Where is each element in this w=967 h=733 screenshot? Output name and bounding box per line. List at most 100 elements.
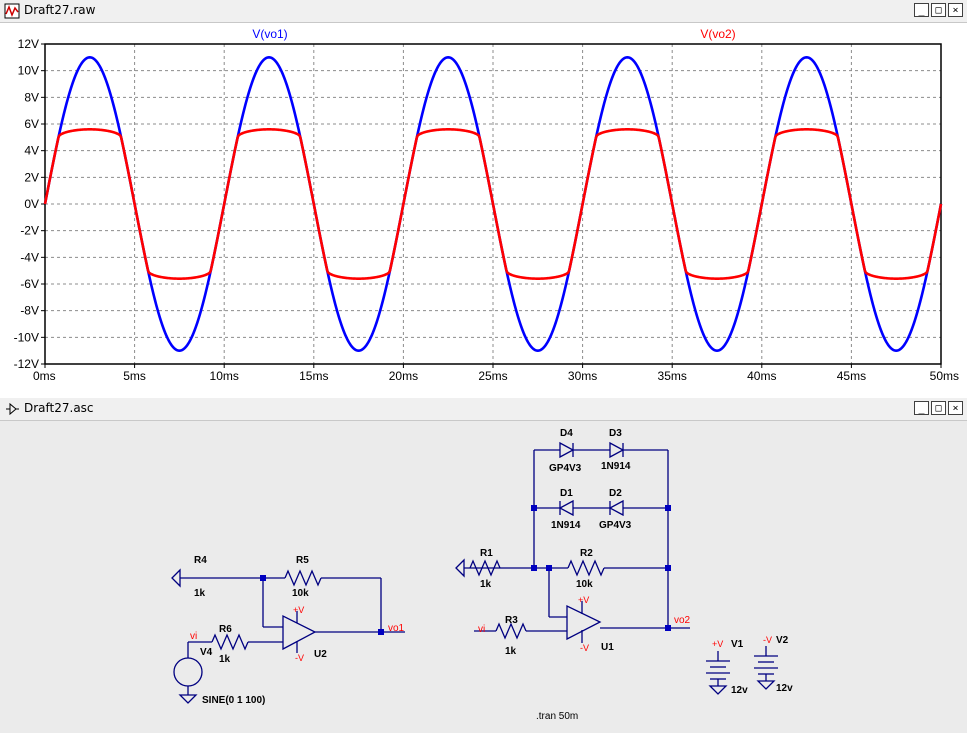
waveform-icon xyxy=(4,3,20,19)
diode-d3[interactable] xyxy=(609,441,625,459)
ground-symbol xyxy=(171,568,181,588)
d3-name: D3 xyxy=(609,428,622,439)
net-label-vo2: vo2 xyxy=(674,615,691,626)
d1-value: 1N914 xyxy=(551,520,581,531)
net-label-vi: vi xyxy=(190,631,197,642)
r1-value: 1k xyxy=(480,579,492,590)
maximize-button[interactable]: □ xyxy=(931,401,946,415)
net-label-plus-v: +V xyxy=(712,639,723,649)
resistor-r1[interactable] xyxy=(469,559,501,577)
u1-name: U1 xyxy=(601,642,614,653)
resistor-r5[interactable] xyxy=(284,569,322,587)
v4-value: SINE(0 1 100) xyxy=(202,695,265,706)
x-tick-label: 10ms xyxy=(210,369,239,383)
r5-value: 10k xyxy=(292,588,309,599)
schematic-titlebar[interactable]: Draft27.asc _ □ × xyxy=(0,398,967,421)
net-label-minus-v: -V xyxy=(580,643,589,653)
waveform-titlebar[interactable]: Draft27.raw _ □ × xyxy=(0,0,967,23)
net-label-minus-v: -V xyxy=(763,635,772,645)
maximize-button[interactable]: □ xyxy=(931,3,946,17)
x-tick-label: 30ms xyxy=(568,369,597,383)
legend-vo1[interactable]: V(vo1) xyxy=(252,27,287,41)
net-label-vi: vi xyxy=(478,624,485,635)
junction xyxy=(531,505,537,511)
net-label-minus-v: -V xyxy=(295,653,304,663)
y-tick-label: 0V xyxy=(24,197,39,211)
waveform-window-title: Draft27.raw xyxy=(24,3,96,17)
r4-value: 1k xyxy=(194,588,206,599)
y-tick-label: 2V xyxy=(24,170,39,184)
spice-directive[interactable]: .tran 50m xyxy=(536,711,578,722)
schematic-canvas[interactable]: R4 1k R5 10k R6 1k V4 SINE(0 1 100) U2 R… xyxy=(0,421,967,733)
x-tick-label: 35ms xyxy=(658,369,687,383)
junction xyxy=(378,629,384,635)
r3-value: 1k xyxy=(505,646,517,657)
plot-grid xyxy=(45,44,941,364)
junction xyxy=(546,565,552,571)
x-axis-ticks: 0ms 5ms 10ms 15ms 20ms 25ms 30ms 35ms 40ms 45ms 50… xyxy=(33,364,959,383)
source-v4[interactable] xyxy=(173,657,203,687)
r6-name: R6 xyxy=(219,624,232,635)
close-button[interactable]: × xyxy=(948,401,963,415)
diode-d4[interactable] xyxy=(559,441,575,459)
y-tick-label: -6V xyxy=(20,277,39,291)
net-label-plus-v: +V xyxy=(578,595,589,605)
y-tick-label: -8V xyxy=(20,304,39,318)
v2-value: 12v xyxy=(776,683,793,694)
close-button[interactable]: × xyxy=(948,3,963,17)
schematic-window-title: Draft27.asc xyxy=(24,401,94,415)
opamp-u1[interactable] xyxy=(566,604,602,641)
v2-name: V2 xyxy=(776,635,789,646)
schematic-window: Draft27.asc _ □ × xyxy=(0,398,967,733)
r2-value: 10k xyxy=(576,579,593,590)
d3-value: 1N914 xyxy=(601,461,631,472)
net-label-vo1: vo1 xyxy=(388,623,405,634)
minimize-button[interactable]: _ xyxy=(914,401,929,415)
x-tick-label: 50ms xyxy=(930,369,959,383)
schematic-icon xyxy=(6,402,19,416)
d4-value: GP4V3 xyxy=(549,463,582,474)
x-tick-label: 5ms xyxy=(123,369,146,383)
minimize-button[interactable]: _ xyxy=(914,3,929,17)
opamp-u2[interactable] xyxy=(282,614,317,651)
resistor-r6[interactable] xyxy=(211,633,249,651)
y-tick-label: -12V xyxy=(14,357,39,371)
resistor-r3[interactable] xyxy=(495,622,527,640)
y-tick-label: -10V xyxy=(14,330,39,344)
junction xyxy=(665,505,671,511)
ground-symbol xyxy=(178,694,198,704)
x-tick-label: 15ms xyxy=(299,369,328,383)
traces xyxy=(43,56,943,352)
x-tick-label: 40ms xyxy=(747,369,776,383)
diode-d2[interactable] xyxy=(608,499,624,517)
y-tick-label: -4V xyxy=(20,250,39,264)
r2-name: R2 xyxy=(580,548,593,559)
r6-value: 1k xyxy=(219,654,231,665)
u2-name: U2 xyxy=(314,649,327,660)
v1-name: V1 xyxy=(731,639,744,650)
junction xyxy=(531,565,537,571)
junction xyxy=(260,575,266,581)
ground-symbol xyxy=(708,685,728,695)
r1-name: R1 xyxy=(480,548,493,559)
v1-value: 12v xyxy=(731,685,748,696)
x-tick-label: 0ms xyxy=(33,369,56,383)
d4-name: D4 xyxy=(560,428,573,439)
ground-symbol xyxy=(455,558,465,578)
trace-vo2[interactable] xyxy=(43,128,943,280)
resistor-r2[interactable] xyxy=(567,559,605,577)
r3-name: R3 xyxy=(505,615,518,626)
r4-name: R4 xyxy=(194,555,207,566)
diode-d1[interactable] xyxy=(558,499,574,517)
x-tick-label: 45ms xyxy=(837,369,866,383)
legend-vo2[interactable]: V(vo2) xyxy=(700,27,735,41)
y-tick-label: 8V xyxy=(24,90,39,104)
net-label-plus-v: +V xyxy=(293,605,304,615)
x-tick-label: 25ms xyxy=(478,369,507,383)
y-tick-label: -2V xyxy=(20,224,39,238)
x-tick-label: 20ms xyxy=(389,369,418,383)
d1-name: D1 xyxy=(560,488,573,499)
